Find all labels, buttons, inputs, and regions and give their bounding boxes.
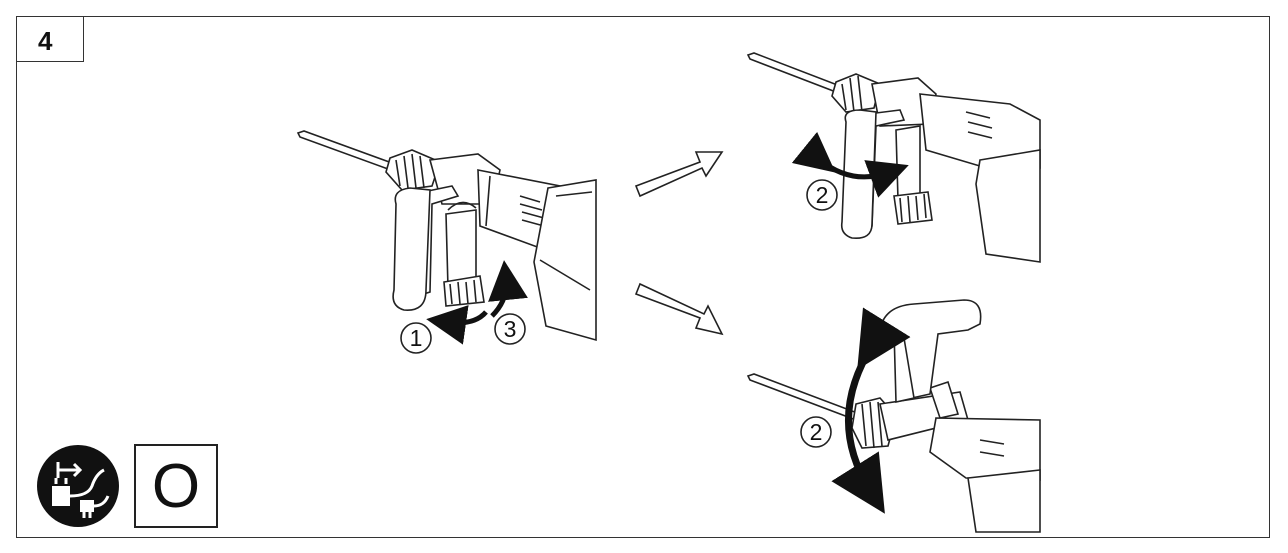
step-3-circle <box>494 313 526 345</box>
figure-number-tab <box>16 16 84 62</box>
off-switch-box <box>134 444 218 528</box>
step-2-top-circle <box>806 179 838 211</box>
step-2-bottom-callout: 2 <box>800 416 832 448</box>
step-1-circle <box>400 322 432 354</box>
off-switch-label: O <box>151 451 201 521</box>
step-1-callout: 1 <box>400 322 432 354</box>
drill-bit <box>296 130 394 170</box>
step-1-label: 1 <box>410 325 423 351</box>
drill-bottom-right-illustration <box>746 299 1041 533</box>
step-2-bottom-label: 2 <box>810 419 823 445</box>
flow-arrow-down <box>634 282 724 336</box>
step-2-bottom-circle <box>800 416 832 448</box>
step-3-callout: 3 <box>494 313 526 345</box>
step-3-label: 3 <box>504 316 517 342</box>
flow-arrow-up <box>634 151 724 198</box>
step-2-top-label: 2 <box>816 182 829 208</box>
figure-frame <box>16 16 1270 538</box>
drill-left-illustration <box>296 130 597 345</box>
step-2-top-callout: 2 <box>806 179 838 211</box>
drill-top-right-illustration <box>746 52 1041 263</box>
unplug-power-icon <box>37 445 119 527</box>
figure-number: 4 <box>38 26 53 56</box>
